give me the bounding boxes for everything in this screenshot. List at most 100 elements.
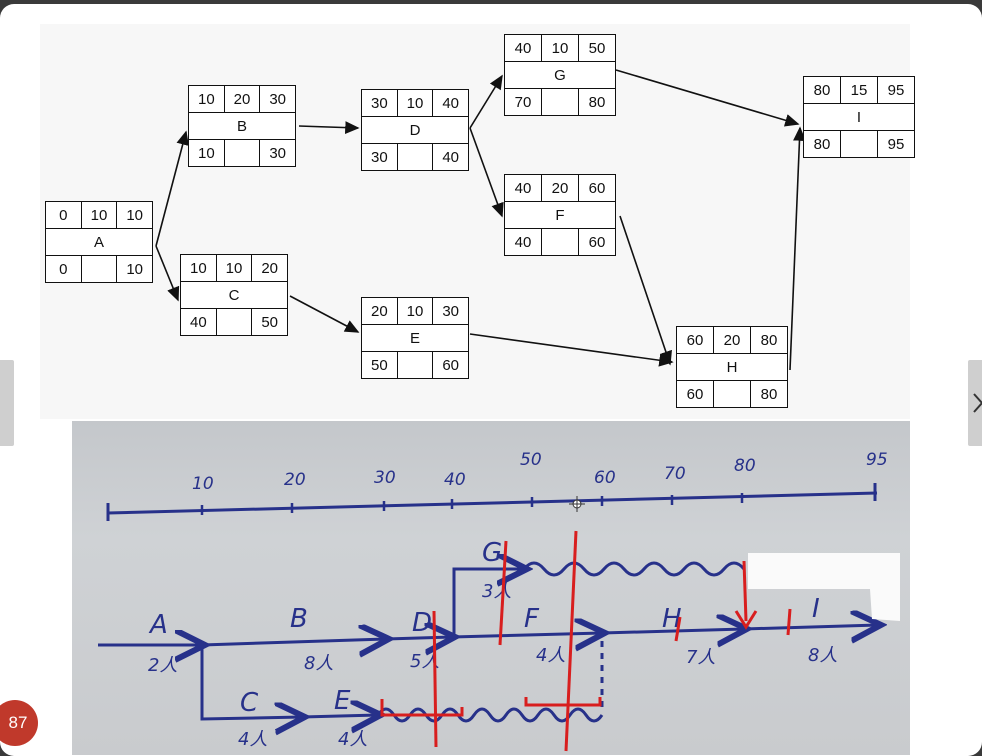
- sketch-label-e: E: [334, 686, 351, 716]
- node-b-slack: [225, 140, 261, 167]
- red-mark-h: [674, 616, 682, 642]
- red-arrow-shaft: [742, 560, 748, 622]
- timeline-label-20: 20: [284, 470, 306, 490]
- red-arrow-head: [734, 610, 758, 630]
- node-h-label: H: [677, 354, 787, 381]
- node-e-slack: [398, 352, 434, 379]
- node-g-label: G: [505, 62, 615, 89]
- node-i-slack: [841, 131, 878, 158]
- node-g-es: 40: [505, 35, 542, 61]
- sketch-label-f: F: [524, 604, 540, 634]
- next-slide-button[interactable]: [968, 360, 982, 446]
- sketch-line-e: [301, 715, 378, 717]
- node-c-ef: 20: [261, 259, 279, 277]
- timeline-label-50: 50: [520, 450, 542, 470]
- node-d-ef: 40: [442, 94, 460, 112]
- node-b-es: 10: [189, 86, 225, 112]
- node-e-duration: 10: [398, 298, 434, 324]
- sketch-label-i: I: [812, 594, 820, 624]
- red-mark-40: [432, 610, 438, 748]
- sketch-resource-f: 4人: [536, 645, 565, 666]
- sketch-resource-d: 5人: [410, 651, 439, 672]
- node-e-ls: 50: [362, 352, 398, 379]
- sketch-line-d: [385, 637, 452, 639]
- sketch-resource-b: 8人: [304, 653, 333, 674]
- sketch-line-h: [601, 629, 744, 633]
- node-b-lf: 30: [269, 145, 287, 162]
- node-a-lf: 10: [126, 261, 144, 278]
- node-f-ef: 60: [588, 179, 606, 197]
- node-b-label: B: [189, 113, 295, 140]
- node-e-label: E: [362, 325, 468, 352]
- node-e-es: 20: [362, 298, 398, 324]
- red-bracket-f: [524, 697, 602, 707]
- sketch-resource-e: 4人: [338, 729, 367, 750]
- node-a-ef: 10: [126, 206, 144, 224]
- sketch-resource-c: 4人: [238, 729, 267, 750]
- node-h-duration: 20: [714, 327, 751, 353]
- node-f-es: 40: [505, 175, 542, 201]
- timeline-label-40: 40: [444, 470, 466, 490]
- sketch-label-b: B: [290, 604, 308, 634]
- node-f-label: F: [505, 202, 615, 229]
- arrow-d-f: [469, 127, 504, 218]
- sketch-line-b: [201, 639, 386, 645]
- node-a-label: A: [46, 229, 152, 256]
- arrow-f-h: [619, 215, 672, 366]
- sketch-label-a: A: [148, 610, 168, 640]
- timeline-label-95: 95: [866, 450, 888, 470]
- node-d-es: 30: [362, 90, 398, 116]
- arrow-a-c: [155, 245, 180, 302]
- node-g-ef: 50: [588, 39, 606, 57]
- sketch-line-c: [200, 645, 302, 719]
- prev-slide-button[interactable]: [0, 360, 14, 446]
- red-bracket-e: [380, 699, 464, 717]
- sketch-resource-g: 3人: [482, 581, 511, 602]
- sketch-resource-h: 7人: [686, 647, 715, 668]
- node-f-ls: 40: [505, 229, 542, 256]
- sketch-label-h: H: [662, 604, 682, 634]
- arrow-h-i: [789, 126, 806, 371]
- node-i-duration: 15: [841, 77, 878, 103]
- node-a-ls: 0: [46, 256, 82, 283]
- node-a-duration: 10: [82, 202, 118, 228]
- node-d-ls: 30: [362, 144, 398, 171]
- node-g-lf: 80: [588, 94, 606, 111]
- red-mark-50: [564, 530, 578, 752]
- node-c-slack: [217, 309, 253, 336]
- node-h-es: 60: [677, 327, 714, 353]
- node-g-ls: 70: [505, 89, 542, 116]
- node-g-slack: [542, 89, 579, 116]
- sketch-resource-a: 2人: [148, 655, 177, 676]
- node-b-duration: 20: [225, 86, 261, 112]
- node-i-lf: 95: [887, 136, 905, 153]
- red-mark-i: [786, 608, 792, 636]
- node-i-ls: 80: [804, 131, 841, 158]
- node-i-ef: 95: [887, 81, 905, 99]
- node-c-label: C: [181, 282, 287, 309]
- node-d-slack: [398, 144, 434, 171]
- arrow-a-b: [155, 130, 189, 247]
- timeline-label-70: 70: [664, 464, 686, 484]
- node-f-lf: 60: [588, 234, 606, 251]
- node-c-ls: 40: [181, 309, 217, 336]
- white-patch: [748, 553, 900, 621]
- sketch-line-f: [451, 633, 602, 637]
- node-f-duration: 20: [542, 175, 579, 201]
- node-i-label: I: [804, 104, 914, 131]
- sketch-resource-i: 8人: [808, 645, 837, 666]
- node-b-ls: 10: [189, 140, 225, 167]
- arrow-e-h: [469, 333, 674, 367]
- node-i-es: 80: [804, 77, 841, 103]
- arrow-c-e: [289, 295, 360, 333]
- node-a-es: 0: [46, 202, 82, 228]
- cursor-crosshair-icon: [569, 496, 585, 512]
- node-d-duration: 10: [398, 90, 434, 116]
